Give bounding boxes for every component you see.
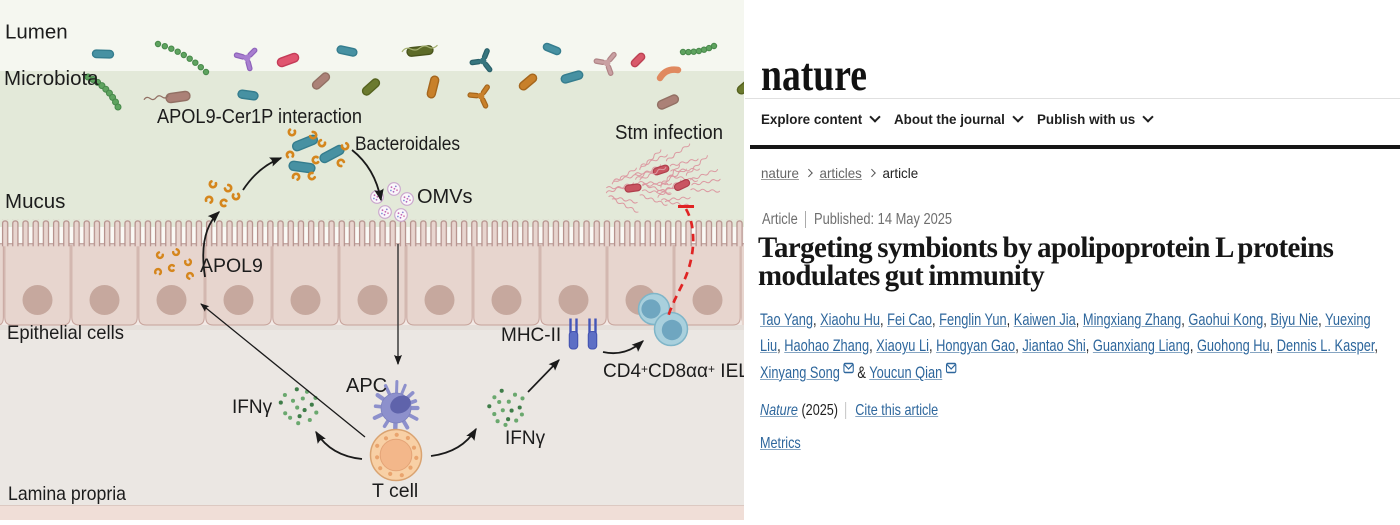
svg-text:APC: APC [346,375,387,397]
svg-text:Mucus: Mucus [5,190,65,213]
svg-text:IFNγ: IFNγ [505,428,546,449]
svg-text:APOL9-Cer1P interaction: APOL9-Cer1P interaction [157,106,362,128]
svg-text:nature: nature [761,49,867,99]
svg-text:T cell: T cell [372,480,418,502]
svg-text:CD4+CD8αα+ IEL: CD4+CD8αα+ IEL [603,361,744,382]
svg-text:Lamina propria: Lamina propria [8,483,126,505]
svg-text:Stm infection: Stm infection [615,122,723,144]
svg-text:OMVs: OMVs [417,186,473,208]
svg-text:Lumen: Lumen [5,21,68,44]
svg-text:Bacteroidales: Bacteroidales [355,133,460,155]
svg-text:MHC-II: MHC-II [501,325,561,346]
svg-text:IFNγ: IFNγ [232,397,273,418]
svg-text:Microbiota: Microbiota [4,67,99,90]
svg-text:APOL9: APOL9 [200,255,263,277]
svg-text:Epithelial cells: Epithelial cells [7,322,124,344]
